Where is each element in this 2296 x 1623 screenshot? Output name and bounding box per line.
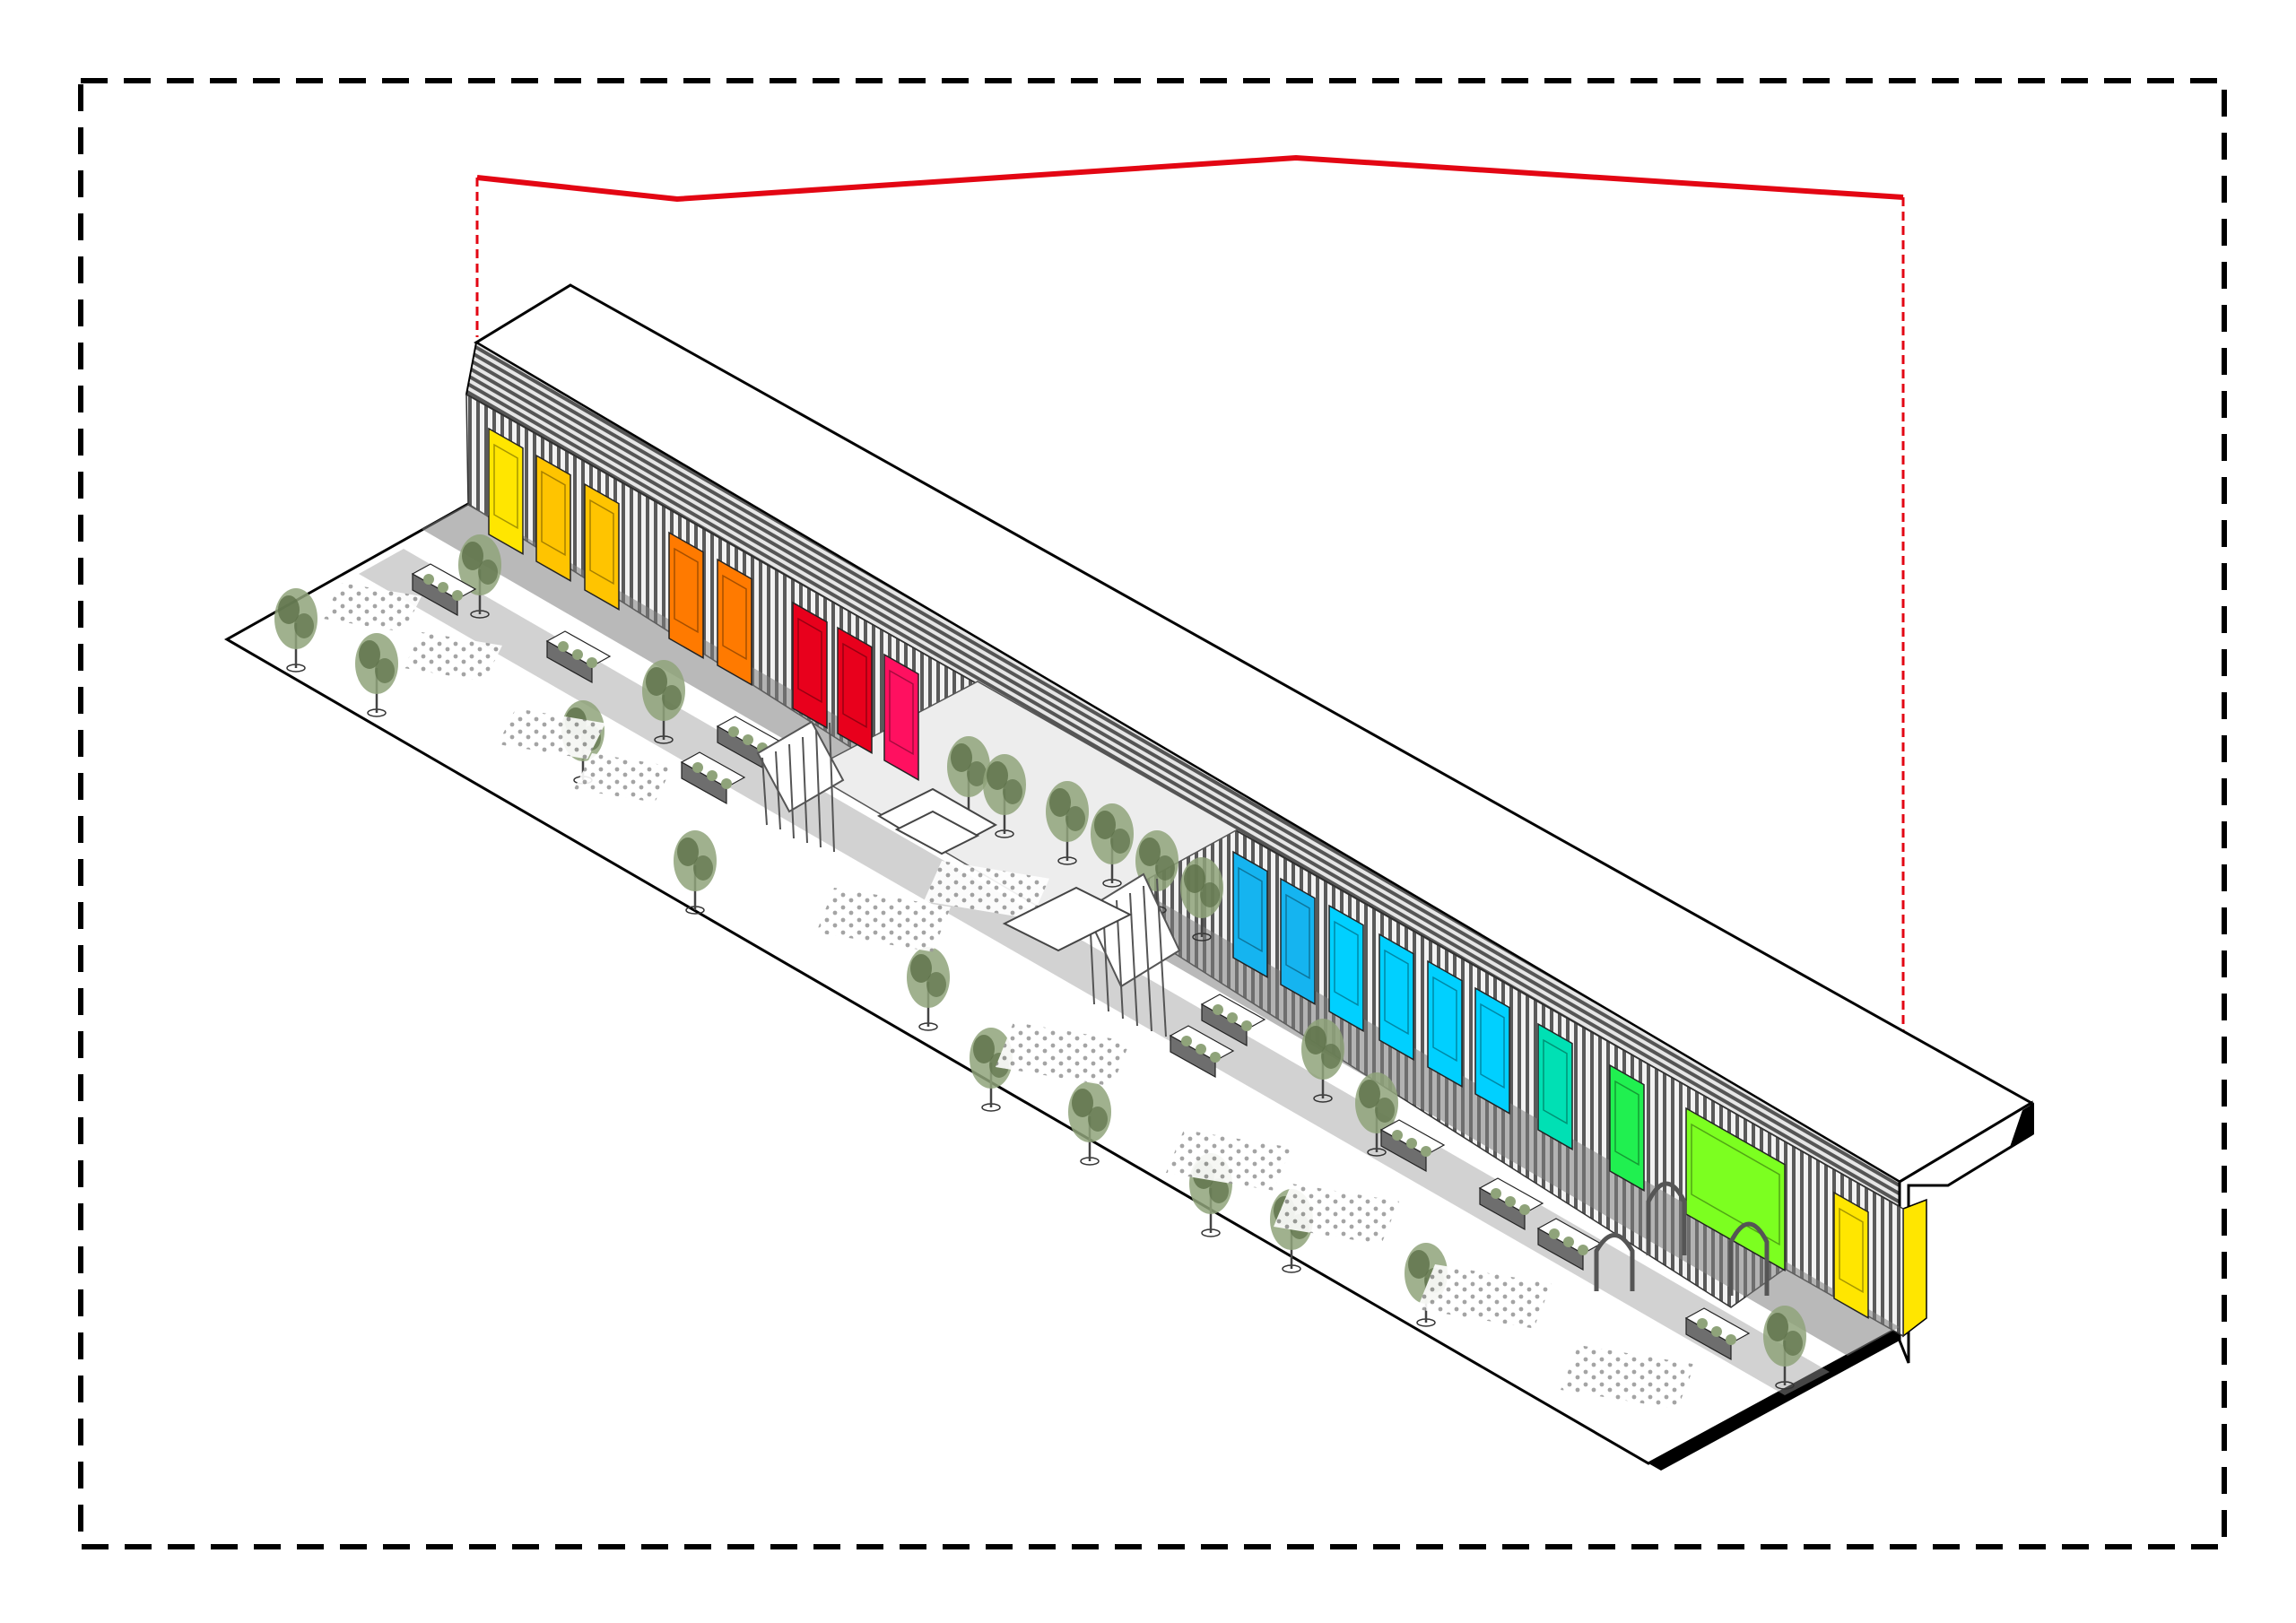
paving-patch [924,861,1049,919]
panel-teal-1 [1537,1022,1573,1150]
tree-icon [1091,803,1134,888]
panel-yellow-end [1833,1191,1869,1319]
panel-window-frame [797,617,822,704]
panel-window-frame [1543,1038,1568,1125]
tree-icon [1763,1306,1806,1390]
tree-icon [458,534,501,619]
tree-icon [674,830,717,915]
planter-icon [680,751,746,805]
panel-window-frame [1238,866,1263,953]
panel-red-1 [792,601,828,729]
panel-window-frame [1285,893,1310,980]
planter-icon [1169,1025,1235,1079]
tree-icon [1135,830,1178,915]
promenade-path [359,549,1830,1395]
panel-window-frame [589,499,614,586]
panel-window-frame [722,574,747,661]
planter-icon [716,716,782,769]
paving-patch [323,583,422,632]
slab-edge [1648,1327,1900,1471]
tree-icon [274,588,317,673]
paving-patch [816,888,951,952]
panel-window-frame [674,547,699,634]
panel-window-frame [1432,976,1457,1063]
arch-icon [1594,1181,1770,1296]
panel-window-frame [1384,949,1409,1036]
panel-cyan-3 [1427,959,1463,1088]
planter-icon [545,630,612,684]
paving-patches [323,583,1695,1410]
panel-window-frame [842,642,867,729]
panel-crimson-1 [883,653,919,781]
tree-icon [355,633,398,717]
street-furniture [411,563,1751,1361]
end-wall-shadow [2009,1103,2034,1150]
planter-icon [1478,1177,1544,1231]
plaza-seating [876,787,1133,952]
panel-window-frame [541,470,566,557]
tree-icon [1301,1019,1344,1103]
panel-window-frame [1334,920,1359,1007]
panel-window-frame [493,443,518,530]
trees [274,534,1806,1390]
panel-yellow-1 [488,427,524,555]
paving-patch [1274,1184,1399,1245]
paving-patch [1417,1264,1552,1329]
paving-patch [574,753,673,803]
tree-icon [1068,1081,1111,1166]
panel-orange-1 [668,531,704,659]
panel-window-frame [1614,1080,1639,1167]
panel-window-frame [1480,1002,1505,1089]
tree-icon [970,1028,1013,1112]
panel-yellow-2 [535,454,571,582]
planter-icon [1379,1119,1446,1173]
panel-cyan-2 [1378,933,1414,1061]
tree-icon [642,660,685,744]
paving-patch [498,708,605,759]
tree-icon [1180,857,1223,942]
panel-window-frame [1691,1123,1780,1246]
panel-sky-2 [1280,877,1316,1005]
tree-icon [907,947,950,1031]
planter-icon [1200,994,1266,1047]
paving-patch [1166,1130,1292,1191]
paving-patch [1561,1345,1695,1410]
panel-cyan-1 [1328,904,1364,1032]
panel-window-frame [889,669,914,756]
panel-window-frame [1839,1207,1864,1294]
tree-icon [1046,781,1089,865]
tree-icon [1355,1072,1398,1157]
panel-green-1 [1609,1063,1645,1192]
paving-patch [996,1022,1130,1087]
end-wall-yellow [1902,1198,1927,1338]
section-profile-line [476,154,1904,203]
tree-icon [983,754,1026,838]
panel-sky-1 [1232,850,1268,978]
planter-icon [411,563,477,617]
panel-red-2 [837,626,873,754]
pavilion-icon [756,720,1181,1037]
panel-cyan-4 [1474,986,1510,1115]
facade-panels [488,427,1869,1319]
panel-orange-2 [717,558,752,686]
panel-yellow-3 [584,482,620,611]
planter-icon [1684,1307,1751,1361]
tree-icon [947,736,990,820]
paving-patch [404,632,502,681]
